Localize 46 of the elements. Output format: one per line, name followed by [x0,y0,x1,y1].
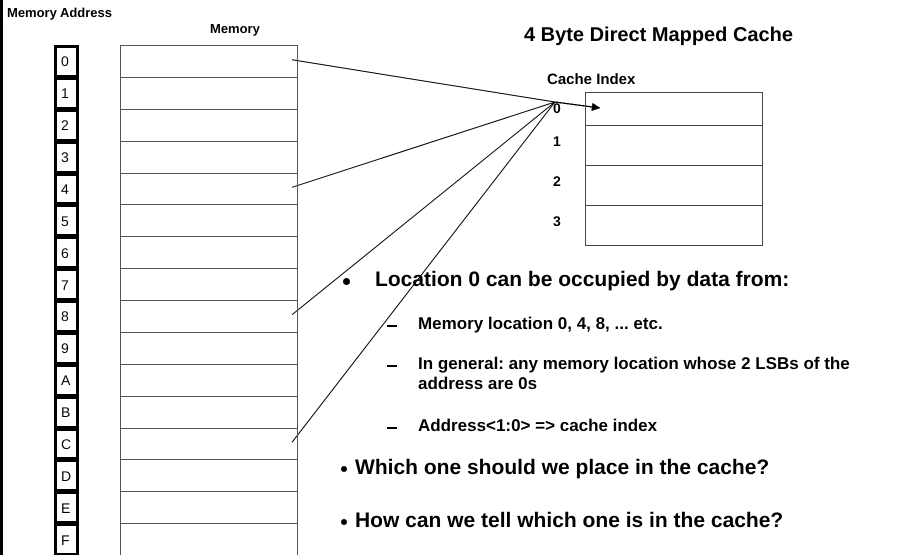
memory-cell [120,45,298,78]
memory-cell [120,236,298,270]
address-cell: 3 [54,140,79,174]
index-number: 0 [553,100,561,116]
bullet-text: Address<1:0> => cache index [418,416,658,436]
memory-cell [120,204,298,238]
index-number: 1 [553,133,561,149]
memory-cell [120,300,298,333]
column-heading: Memory Address [7,5,112,21]
address-cell: 1 [54,76,79,110]
address-cell: 6 [54,236,79,270]
address-cell: 7 [54,268,79,301]
memory-cell [120,332,298,365]
memory-cell [120,396,298,428]
index-number: 2 [553,173,561,189]
memory-cell [120,523,298,555]
address-cell: E [54,491,79,524]
memory-cell [120,172,298,206]
bullet-text: In general: any memory location whose 2 LSBs of the address are 0s [418,354,851,395]
memory-cell [120,108,298,142]
index-number: 3 [553,213,561,229]
bullet-text: Memory location 0, 4, 8, ... etc. [418,314,664,334]
address-cell: D [54,459,79,492]
address-cell: 5 [54,204,79,238]
column-heading: Memory [210,21,260,37]
bullet-text: Which one should we place in the cache? [355,455,770,480]
address-cell: 0 [54,45,79,78]
address-cell: 2 [54,108,79,142]
memory-cell [120,140,298,174]
memory-cell [120,364,298,397]
column-heading: Cache Index [547,71,636,89]
address-cell: 9 [54,332,79,365]
bullet-text: How can we tell which one is in the cache? [355,508,784,534]
memory-cell [120,459,298,492]
address-cell: A [54,364,79,397]
memory-cell [120,268,298,301]
memory-cell [120,428,298,460]
address-cell: F [54,523,79,555]
address-cell: B [54,396,79,428]
address-cell: 8 [54,300,79,333]
address-cell: 4 [54,172,79,206]
memory-cell [120,76,298,110]
address-cell: C [54,428,79,460]
arrow [292,101,600,443]
diagram-title: 4 Byte Direct Mapped Cache [524,24,793,47]
memory-cell [120,491,298,524]
